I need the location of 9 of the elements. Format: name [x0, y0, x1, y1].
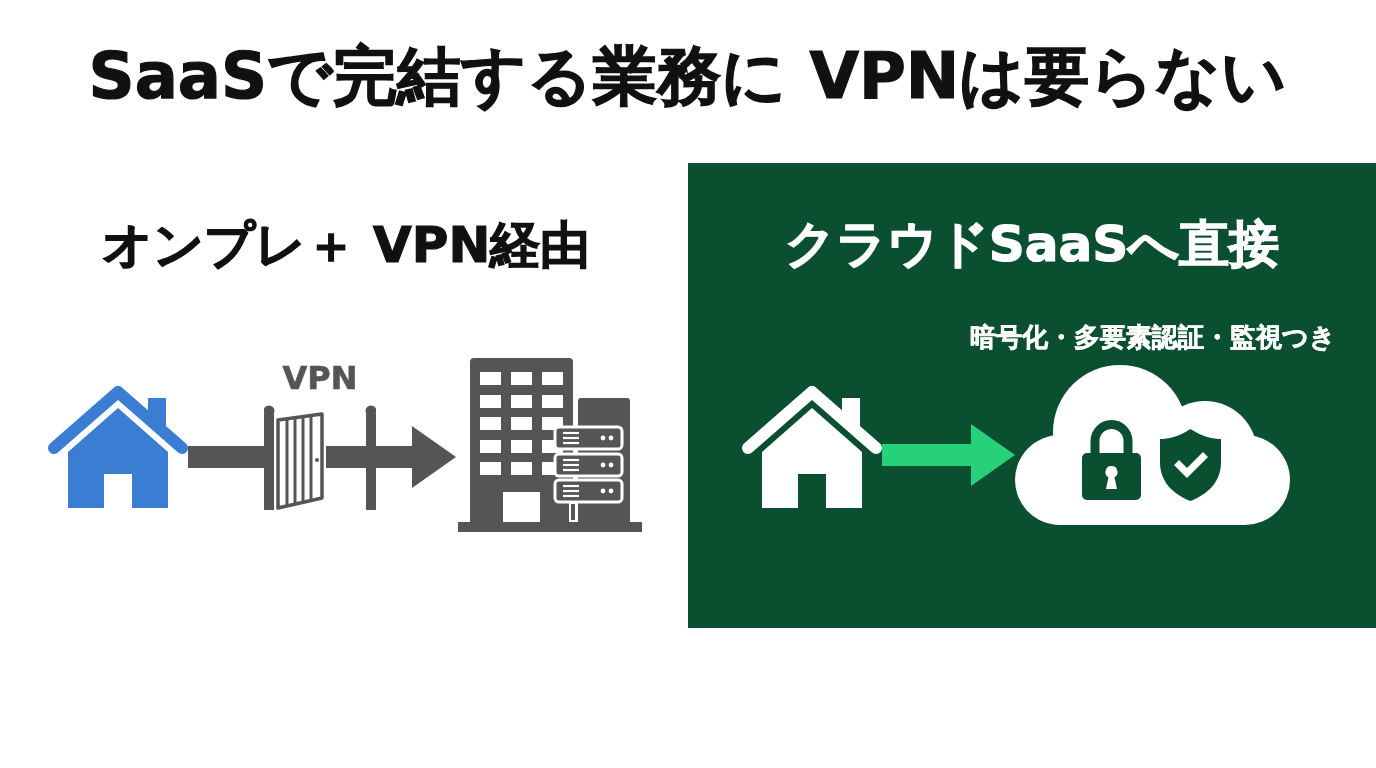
title: SaaSで完結する業務に VPNは要らない — [88, 40, 1288, 114]
connector-line — [188, 446, 264, 468]
panel — [688, 163, 1376, 628]
gate-caption: VPN — [282, 360, 358, 397]
section-heading: オンプレ＋ VPN経由 — [101, 217, 591, 275]
panel-heading: クラウドSaaSへ直接 — [784, 216, 1280, 274]
arrow — [882, 424, 1015, 486]
arrow — [376, 426, 456, 488]
feature-caption: 暗号化・多要素認証・監視つき — [969, 323, 1336, 353]
